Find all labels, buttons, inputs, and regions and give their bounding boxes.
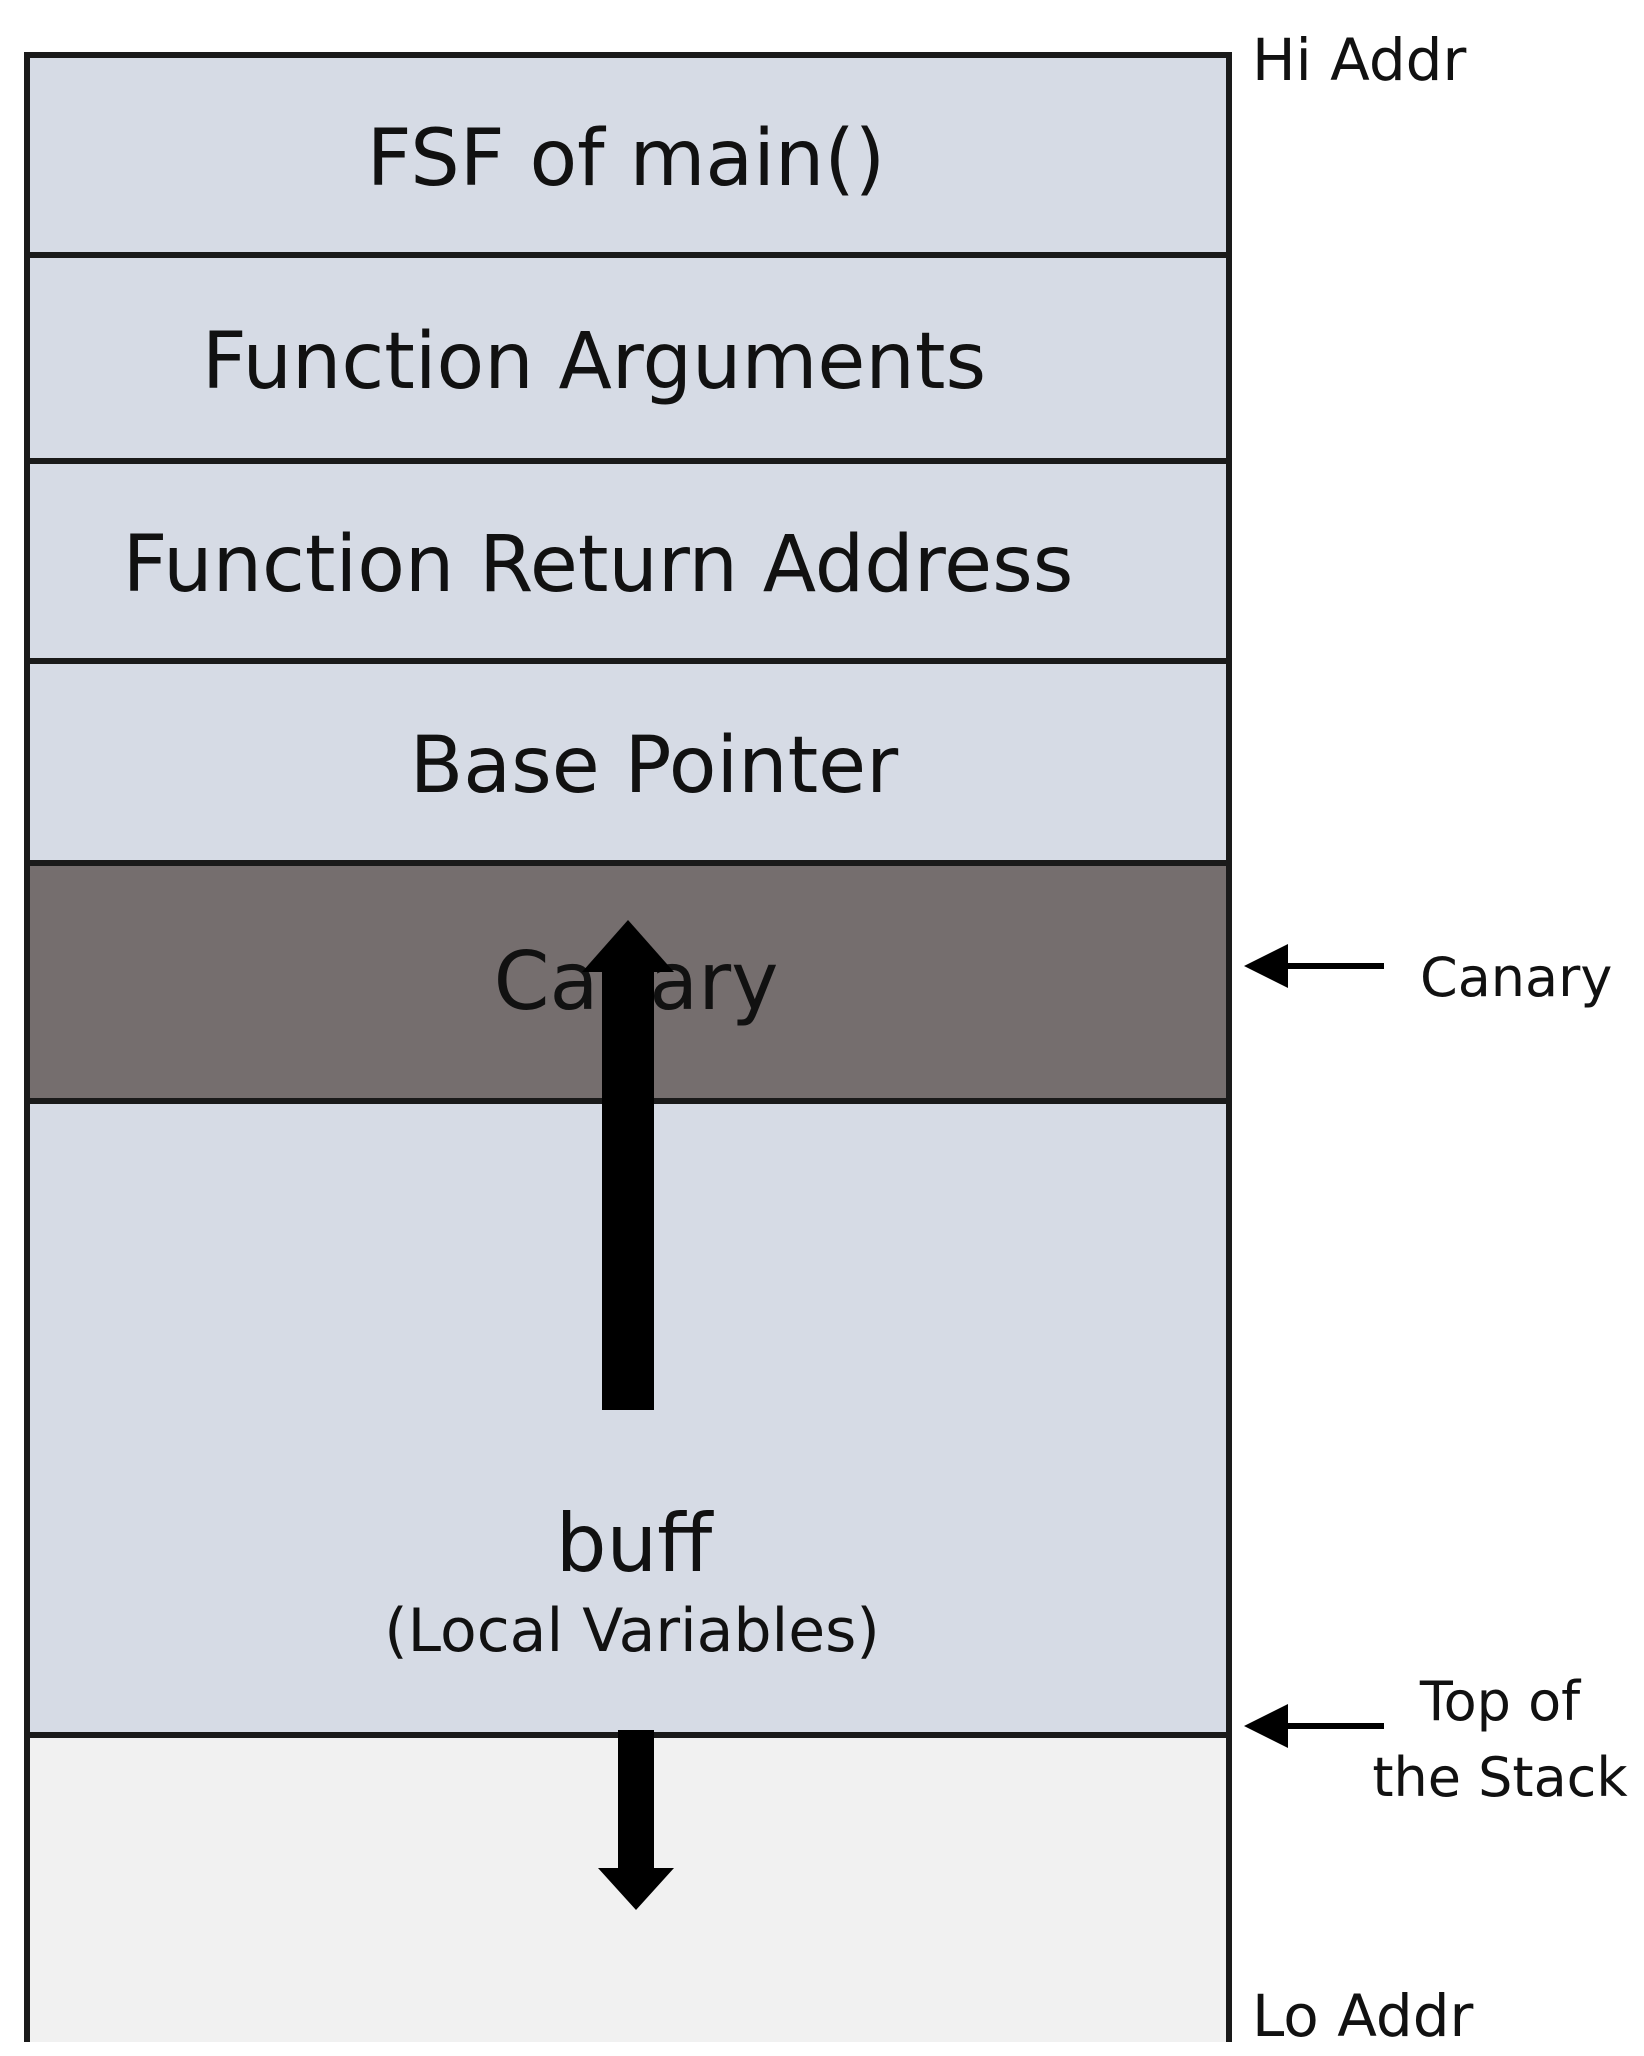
overflow-up-arrow-icon	[582, 920, 674, 1410]
hi-addr-label: Hi Addr	[1252, 26, 1467, 94]
top-of-stack-pointer-arrow-icon	[1244, 1704, 1384, 1748]
function-arguments-label: Function Arguments	[201, 317, 987, 407]
stack-growth-down-arrow-icon	[598, 1730, 674, 1910]
canary-pointer-arrow-icon	[1244, 944, 1384, 988]
top-of-stack-label: Top of the Stack	[1372, 1670, 1628, 1809]
buffer-label: buff	[555, 1497, 713, 1590]
function-arguments-block: Function Arguments	[30, 258, 1226, 464]
fsf-main-label: FSF of main()	[366, 114, 886, 204]
base-pointer-label: Base Pointer	[409, 721, 899, 811]
fsf-main-block: FSF of main()	[30, 58, 1226, 258]
return-address-label: Function Return Address	[122, 520, 1074, 610]
canary-pointer-label: Canary	[1420, 946, 1613, 1009]
return-address-block: Function Return Address	[30, 464, 1226, 664]
local-variables-label: (Local Variables)	[384, 1596, 880, 1666]
base-pointer-block: Base Pointer	[30, 664, 1226, 866]
lo-addr-label: Lo Addr	[1252, 1982, 1474, 2050]
